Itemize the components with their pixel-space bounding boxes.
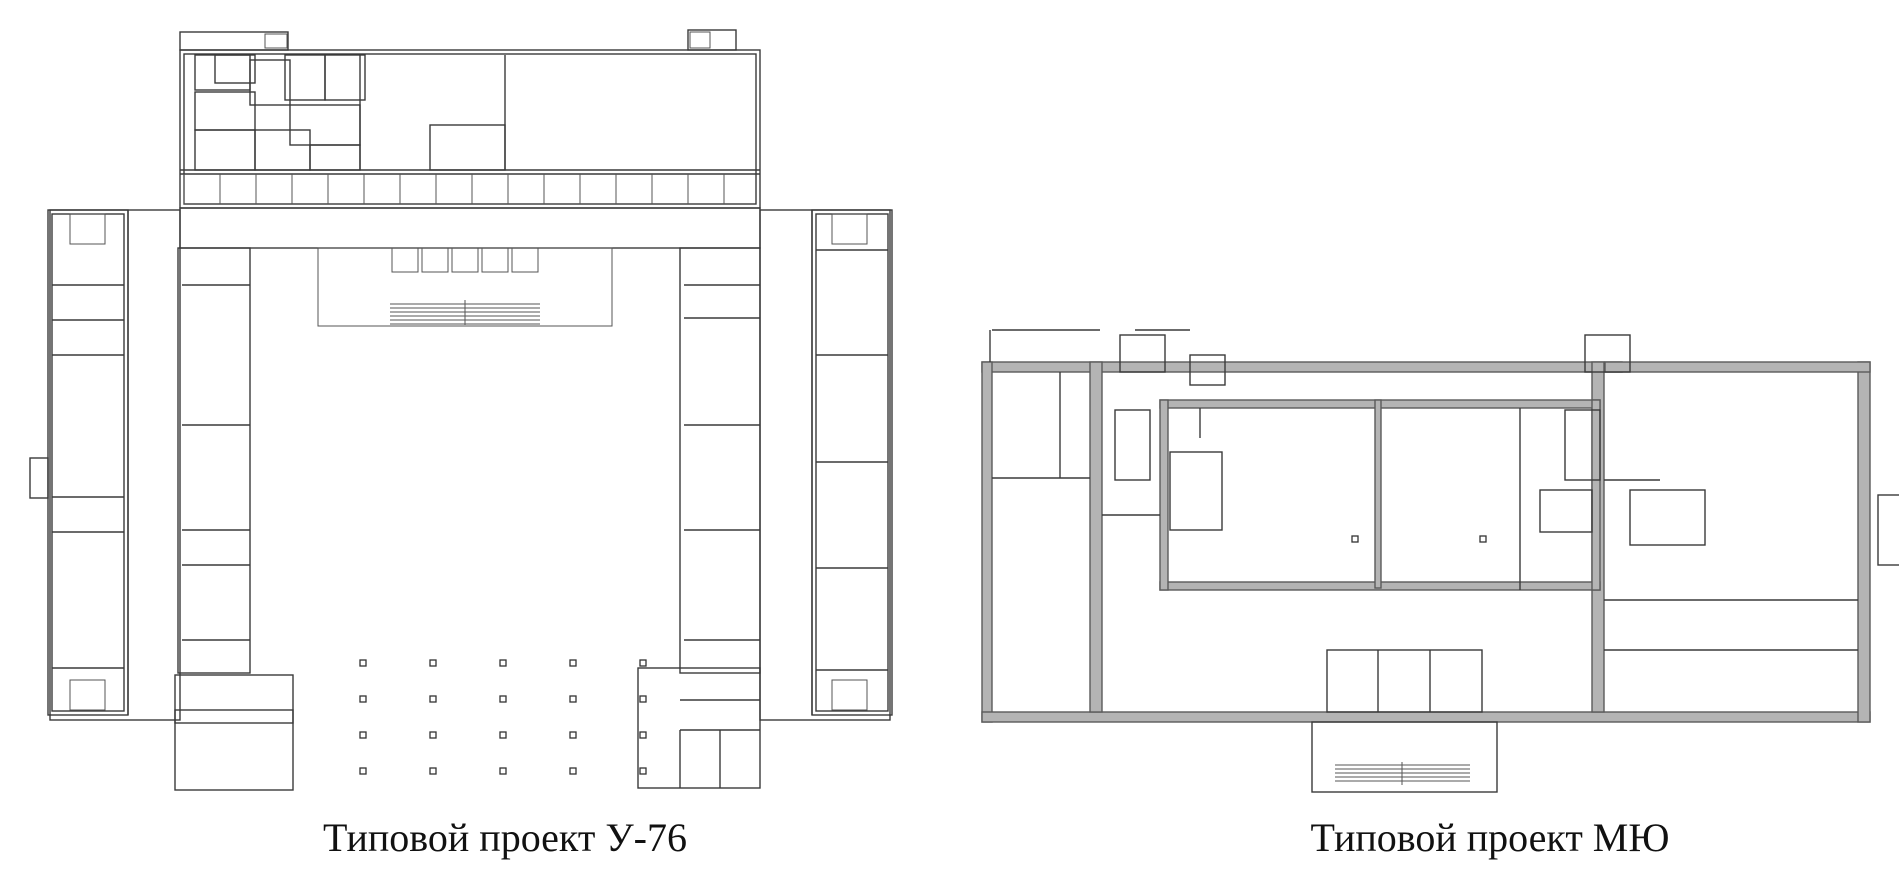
column-marker <box>499 767 507 775</box>
caption-miu: Типовой проект МЮ <box>1310 815 1670 860</box>
column-marker <box>359 731 367 739</box>
north-block <box>179 29 761 209</box>
column-marker <box>569 695 577 703</box>
column-marker <box>499 695 507 703</box>
column-marker <box>429 731 437 739</box>
top-annex <box>989 329 1190 362</box>
column-marker <box>1479 535 1487 543</box>
column-marker <box>569 731 577 739</box>
stairs <box>1114 334 1899 566</box>
column-marker <box>569 659 577 667</box>
column-marker <box>359 659 367 667</box>
column-marker <box>639 659 647 667</box>
floor-plan-miu <box>981 329 1899 793</box>
assembly-hall <box>317 247 613 327</box>
column-marker <box>429 659 437 667</box>
column-marker <box>499 659 507 667</box>
east-wing <box>811 209 893 716</box>
column-marker <box>359 695 367 703</box>
inner-west-block <box>174 247 294 791</box>
column-marker <box>359 767 367 775</box>
column-marker <box>499 731 507 739</box>
column-marker <box>569 767 577 775</box>
column-marker <box>639 767 647 775</box>
room-partitions <box>992 372 1858 651</box>
main-corridor <box>49 207 891 721</box>
caption-u76: Типовой проект У-76 <box>323 815 687 860</box>
column-grid <box>359 659 647 775</box>
entrance-vestibule <box>1311 649 1498 793</box>
column-marker <box>429 695 437 703</box>
column-marker <box>429 767 437 775</box>
floor-plan-u76 <box>29 29 893 791</box>
column-marker <box>639 731 647 739</box>
outer-walls <box>981 361 1871 723</box>
column-marker <box>639 695 647 703</box>
west-wing <box>29 209 129 716</box>
inner-east-block <box>637 247 761 789</box>
column-marker <box>1351 535 1359 543</box>
